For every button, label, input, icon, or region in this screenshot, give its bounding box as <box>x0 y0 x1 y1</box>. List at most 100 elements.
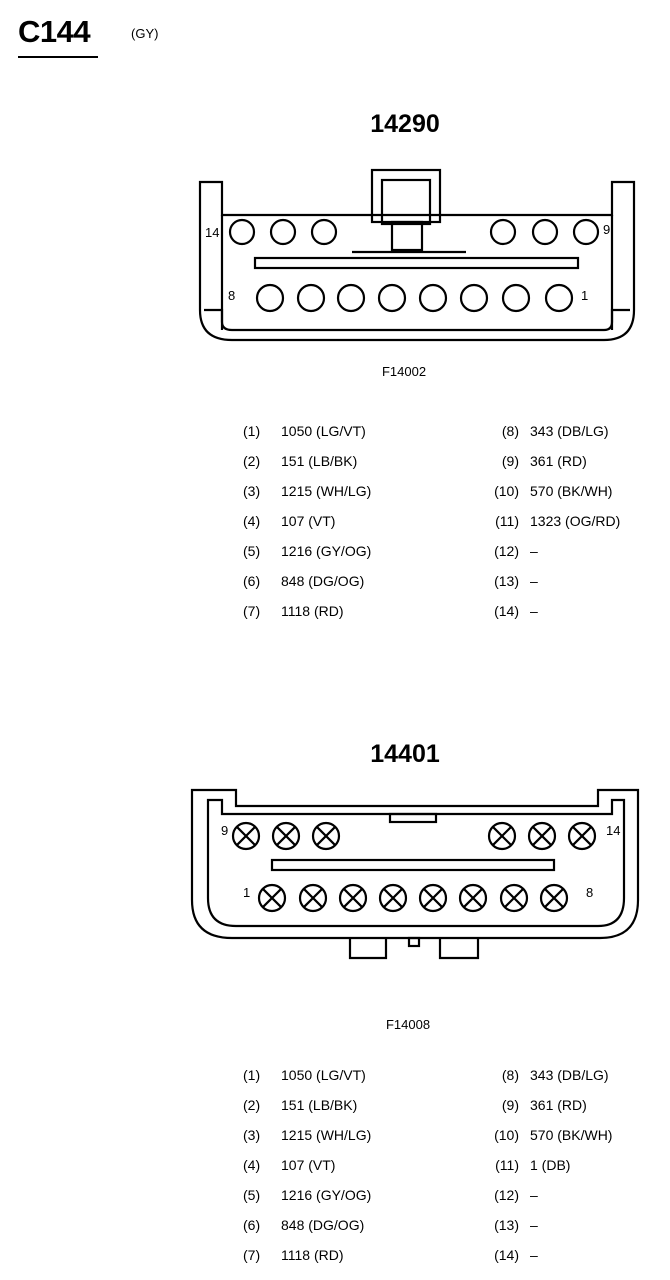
connector-id: C144 <box>18 14 91 49</box>
connector-1-pin-9 <box>572 218 600 246</box>
connector-2-outer-shell <box>190 788 640 940</box>
connector-1-pin-14 <box>228 218 256 246</box>
connector-2-pin-1 <box>257 883 287 913</box>
pin-number: (9) <box>501 1097 519 1113</box>
connector-2-pin-4 <box>378 883 408 913</box>
connector-2-inner-shell <box>206 798 626 928</box>
connector-2-bottom-right-pin-number: 8 <box>586 885 593 900</box>
connector-1-title: 14290 <box>370 110 440 138</box>
pin-number: (13) <box>494 573 519 589</box>
pin-number: (1) <box>243 423 261 439</box>
connector-id-underline <box>18 56 98 58</box>
pin-number: (12) <box>494 1187 519 1203</box>
pin-number: (6) <box>243 573 261 589</box>
connector-1-corner-left <box>204 308 224 330</box>
connector-1-pin-10 <box>531 218 559 246</box>
connector-2-bottom-left-pin-number: 1 <box>243 885 250 900</box>
connector-1-figure-label: F14002 <box>381 364 427 379</box>
pin-circuit: 343 (DB/LG) <box>530 423 609 439</box>
connector-2-pins <box>231 821 597 913</box>
connector-1-pin-7 <box>296 283 326 313</box>
connector-1-pin-11 <box>489 218 517 246</box>
pin-circuit: 1050 (LG/VT) <box>281 423 366 439</box>
pin-circuit: – <box>530 603 538 619</box>
connector-1-bottom-right-pin-number: 1 <box>581 288 588 303</box>
connector-1-face-diagram: 14 9 8 1 <box>198 168 636 342</box>
pin-circuit: 1216 (GY/OG) <box>281 1187 372 1203</box>
pin-number: (11) <box>495 513 519 529</box>
pin-circuit: – <box>530 1247 538 1263</box>
connector-1-pin-8 <box>255 283 285 313</box>
pin-number: (5) <box>243 543 261 559</box>
pin-circuit: – <box>530 1217 538 1233</box>
pin-circuit: 1 (DB) <box>530 1157 571 1173</box>
connector-1-pin-1 <box>544 283 574 313</box>
connector-2-top-notch <box>388 812 438 824</box>
pin-number: (5) <box>243 1187 261 1203</box>
pin-circuit: 151 (LB/BK) <box>281 453 358 469</box>
connector-1-pin-5 <box>377 283 407 313</box>
connector-1-key-bar <box>253 256 580 270</box>
pin-circuit: 107 (VT) <box>281 1157 336 1173</box>
connector-1-pin-4 <box>418 283 448 313</box>
pin-circuit: 848 (DG/OG) <box>281 1217 365 1233</box>
connector-2-pinout-left: (1)1050 (LG/VT) (2)151 (LB/BK) (3)1215 (… <box>243 1067 483 1267</box>
connector-color: (GY) <box>131 26 159 41</box>
connector-1-bottom-left-pin-number: 8 <box>228 288 235 303</box>
pin-number: (13) <box>494 1217 519 1233</box>
pin-number: (11) <box>495 1157 519 1173</box>
pin-circuit: 1216 (GY/OG) <box>281 543 372 559</box>
pin-circuit: 570 (BK/WH) <box>530 483 613 499</box>
pin-number: (6) <box>243 1217 261 1233</box>
connector-2-pin-11 <box>311 821 341 851</box>
pin-number: (10) <box>494 483 519 499</box>
pin-number: (12) <box>494 543 519 559</box>
pin-number: (7) <box>243 1247 261 1263</box>
connector-2-pin-10 <box>271 821 301 851</box>
connector-1-pin-6 <box>336 283 366 313</box>
pin-circuit: – <box>530 543 538 559</box>
connector-1-latch-post <box>390 220 424 252</box>
pin-circuit: 1118 (RD) <box>281 603 344 619</box>
pin-circuit: 1118 (RD) <box>281 1247 344 1263</box>
connector-2-pin-3 <box>338 883 368 913</box>
connector-2-top-right-pin-number: 14 <box>606 823 620 838</box>
pin-number: (4) <box>243 1157 261 1173</box>
pin-number: (14) <box>494 1247 519 1263</box>
pin-circuit: 570 (BK/WH) <box>530 1127 613 1143</box>
pin-circuit: – <box>530 1187 538 1203</box>
pin-circuit: 343 (DB/LG) <box>530 1067 609 1083</box>
pin-number: (8) <box>501 423 519 439</box>
connector-2-top-left-pin-number: 9 <box>221 823 228 838</box>
connector-1-pin-3 <box>459 283 489 313</box>
connector-2-pin-12 <box>487 821 517 851</box>
connector-2-title: 14401 <box>370 740 440 768</box>
connector-1-top-right-pin-number: 9 <box>603 222 610 237</box>
pin-circuit: 361 (RD) <box>530 453 587 469</box>
connector-2-pin-13 <box>527 821 557 851</box>
connector-2-figure-label: F14008 <box>385 1017 431 1032</box>
connector-1-top-left-pin-number: 14 <box>205 225 219 240</box>
connector-1-corner-right <box>610 308 630 330</box>
pin-circuit: 1323 (OG/RD) <box>530 513 621 529</box>
pin-circuit: 1050 (LG/VT) <box>281 1067 366 1083</box>
connector-2-pin-2 <box>298 883 328 913</box>
connector-1-pinout-left: (1)1050 (LG/VT) (2)151 (LB/BK) (3)1215 (… <box>243 423 663 623</box>
connector-2-face-diagram: 9 14 1 8 <box>190 788 640 960</box>
connector-2-pin-5 <box>418 883 448 913</box>
connector-1-pin-12 <box>310 218 338 246</box>
pin-circuit: 151 (LB/BK) <box>281 1097 358 1113</box>
pin-number: (7) <box>243 603 261 619</box>
connector-2-bottom-tab-right <box>438 938 480 960</box>
pin-number: (8) <box>501 1067 519 1083</box>
pin-number: (1) <box>243 1067 261 1083</box>
pin-number: (10) <box>494 1127 519 1143</box>
connector-2-bottom-tab-left <box>348 938 388 960</box>
connector-1-pin-2 <box>501 283 531 313</box>
pin-circuit: 848 (DG/OG) <box>281 573 365 589</box>
connector-2-bottom-key <box>407 936 421 948</box>
connector-2-pin-6 <box>458 883 488 913</box>
pin-number: (2) <box>243 453 261 469</box>
connector-2-pin-7 <box>499 883 529 913</box>
connector-1-pinout-right: (8)343 (DB/LG) (9)361 (RD) (10)570 (BK/W… <box>487 423 667 623</box>
